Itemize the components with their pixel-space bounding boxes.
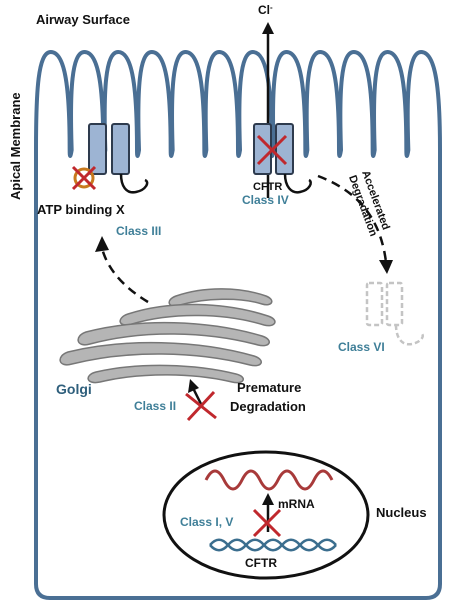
conductance-defect-x-icon	[256, 134, 288, 166]
class-iv-label: Class IV	[242, 193, 289, 207]
golgi-cisterna	[87, 364, 244, 384]
airway-surface-label: Airway Surface	[36, 12, 130, 27]
premature-line-2: Degradation	[230, 399, 306, 414]
golgi-cisterna	[59, 341, 262, 367]
channel-subunit	[253, 123, 272, 175]
ghost-tail	[394, 324, 424, 346]
cftr-channel-label: CFTR	[253, 181, 282, 193]
channel-subunit	[111, 123, 130, 175]
golgi-apparatus	[59, 288, 276, 384]
accelerated-arrowhead	[379, 260, 393, 274]
golgi-label: Golgi	[56, 381, 92, 397]
cftr-gene-dna	[209, 538, 337, 552]
mrna-label: mRNA	[278, 497, 315, 511]
cftr-gene-label: CFTR	[245, 556, 277, 570]
dna-strand	[209, 538, 337, 552]
golgi-trafficking-arrow	[100, 247, 149, 304]
channel-tail	[119, 173, 149, 194]
golgi-trafficking-arrowhead	[95, 236, 109, 252]
dna-strand	[209, 538, 337, 552]
apical-membrane-label: Apical Membrane	[8, 92, 23, 200]
class-iii-label: Class III	[116, 224, 161, 238]
ghost-subunit	[385, 281, 404, 327]
golgi-cisterna	[77, 321, 270, 347]
chloride-label: Cl-	[258, 3, 273, 17]
channel-subunit	[275, 123, 294, 175]
channel-subunit	[88, 123, 107, 175]
chloride-charge: -	[270, 3, 273, 12]
mrna-strand	[204, 469, 334, 491]
channel-tail	[283, 173, 312, 194]
degraded-channel-class-vi	[365, 281, 424, 346]
nucleus-label: Nucleus	[376, 505, 427, 520]
ghost-subunit	[365, 281, 384, 327]
premature-degradation-label: Premature Degradation	[230, 380, 306, 414]
class-ii-label: Class II	[134, 399, 176, 413]
class-i-v-label: Class I, V	[180, 515, 233, 529]
chloride-symbol: Cl	[258, 3, 270, 17]
atp-binding-label: ATP binding X	[37, 202, 125, 217]
transcription-blocked-arrow	[252, 493, 282, 538]
premature-degradation-blocked-arrow	[185, 379, 217, 422]
class-vi-label: Class VI	[338, 340, 385, 354]
atp-binding-defect-icon	[71, 165, 97, 191]
cftr-channel-class-iii	[88, 123, 149, 194]
premature-line-1: Premature	[237, 380, 301, 395]
